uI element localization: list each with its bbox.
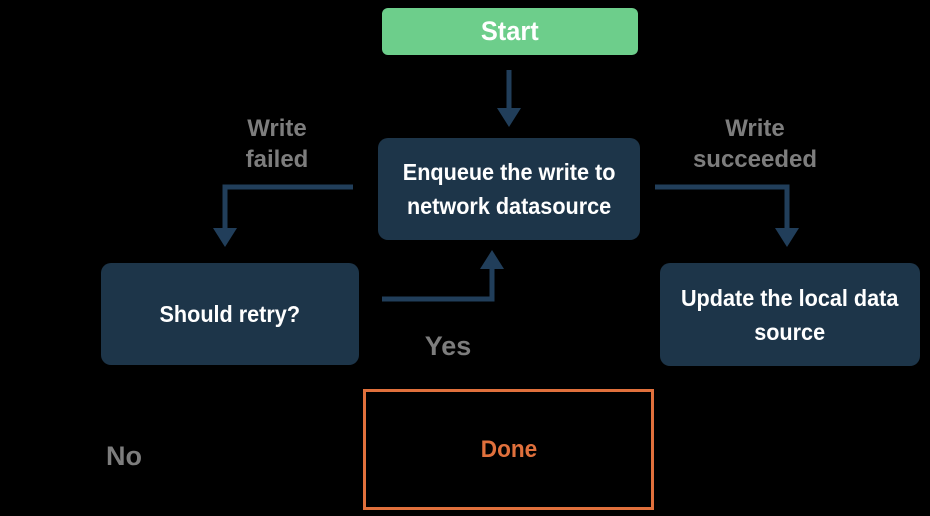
edge-write-failed — [213, 184, 353, 247]
node-done-label: Done — [480, 435, 537, 463]
node-enqueue-write: Enqueue the write to network datasource — [378, 138, 640, 240]
edge-yes — [382, 250, 504, 302]
edge-label-yes: Yes — [424, 331, 472, 361]
edge-yes-line — [382, 268, 495, 302]
node-update-local-source: Update the local data source — [660, 263, 920, 366]
edge-write-failed-arrowhead — [213, 228, 237, 247]
node-start: Start — [382, 8, 638, 55]
edge-label-no: No — [106, 441, 142, 471]
edge-start-to-enqueue — [497, 70, 521, 127]
edge-write-succeeded — [655, 184, 799, 247]
node-should-retry-label: Should retry? — [159, 300, 301, 327]
edge-yes-arrowhead — [480, 250, 504, 269]
edge-label-write-succeeded: Write succeeded — [692, 115, 818, 173]
edge-start-to-enqueue-arrowhead — [497, 108, 521, 127]
edge-label-write-failed: Write failed — [245, 115, 309, 173]
edge-write-succeeded-line — [655, 184, 790, 229]
node-should-retry: Should retry? — [101, 263, 359, 365]
node-done: Done — [363, 389, 654, 510]
node-update-local-source-label: Update the local data source — [681, 284, 899, 345]
edge-write-failed-line — [222, 184, 353, 229]
node-enqueue-write-label: Enqueue the write to network datasource — [402, 159, 616, 219]
edge-write-succeeded-arrowhead — [775, 228, 799, 247]
node-start-label: Start — [481, 16, 539, 46]
